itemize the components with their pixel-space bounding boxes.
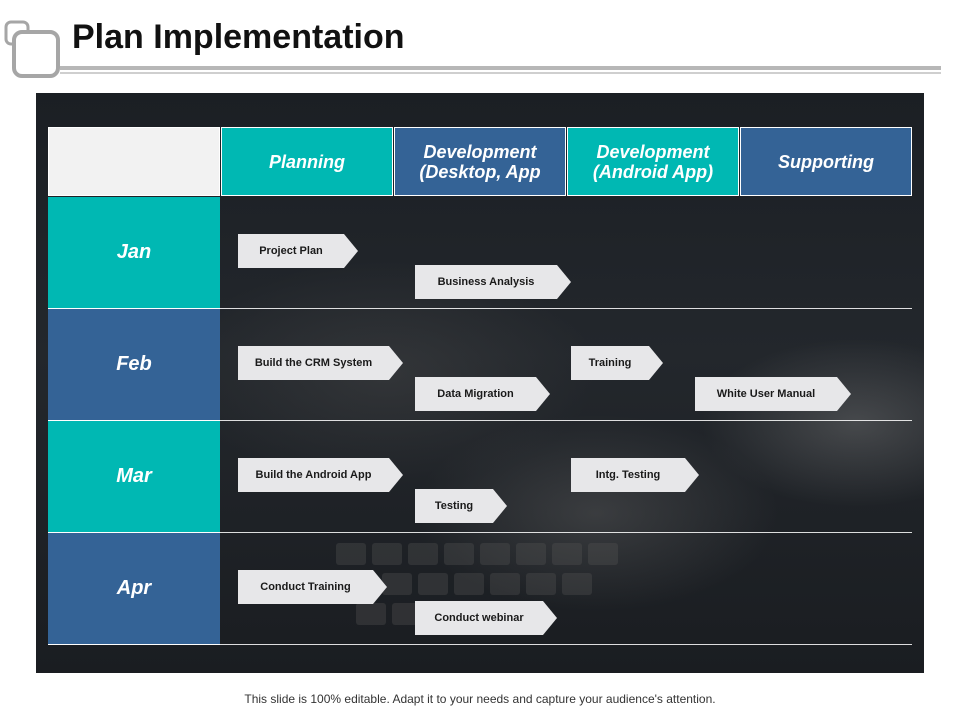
task-arrow: Build the Android App: [238, 458, 403, 492]
month-cell-jan: Jan: [48, 197, 220, 309]
column-header-text: Development: [423, 141, 537, 162]
footer-note: This slide is 100% editable. Adapt it to…: [244, 692, 716, 706]
column-header-2: Development(Android App): [567, 127, 739, 196]
month-label: Apr: [116, 577, 152, 599]
column-header-text: (Android App): [592, 161, 714, 182]
column-header-text: Planning: [269, 151, 345, 172]
column-header-0: Planning: [221, 127, 393, 196]
row-divider: [220, 308, 912, 309]
month-label: Jan: [116, 241, 152, 263]
month-cell-mar: Mar: [48, 421, 220, 533]
task-arrow: Testing: [415, 489, 507, 523]
task-arrow: Intg. Testing: [571, 458, 699, 492]
title-underline-thin: [60, 72, 941, 74]
row-divider: [220, 420, 912, 421]
task-arrow: Training: [571, 346, 663, 380]
header-corner-cell: [48, 127, 220, 196]
month-label: Mar: [116, 465, 152, 487]
row-divider: [220, 532, 912, 533]
column-header-3: Supporting: [740, 127, 912, 196]
title-underline: [60, 66, 941, 70]
column-header-text: Supporting: [778, 151, 874, 172]
page-title: Plan Implementation: [72, 18, 405, 56]
task-arrow: Conduct Training: [238, 570, 387, 604]
column-header-text: Development: [596, 141, 710, 162]
month-cell-feb: Feb: [48, 309, 220, 421]
month-label: Feb: [116, 353, 152, 375]
task-arrow: Build the CRM System: [238, 346, 403, 380]
overlapping-squares-icon: [4, 20, 60, 78]
row-divider: [220, 644, 912, 645]
column-header-1: Development(Desktop, App: [394, 127, 566, 196]
task-arrow: Conduct webinar: [415, 601, 557, 635]
task-arrow: White User Manual: [695, 377, 851, 411]
column-header-text: (Desktop, App: [419, 161, 541, 182]
task-arrow: Business Analysis: [415, 265, 571, 299]
task-arrow: Data Migration: [415, 377, 550, 411]
month-cell-apr: Apr: [48, 533, 220, 645]
task-arrow: Project Plan: [238, 234, 358, 268]
